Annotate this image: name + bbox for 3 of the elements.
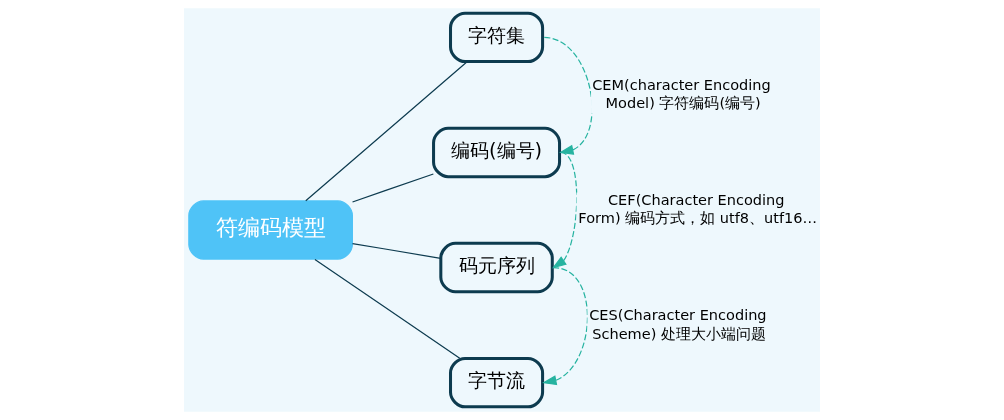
edge-label: CEF(Character Encoding Form) 编码方式，如 utf8、utf16… bbox=[578, 192, 818, 227]
edge-label: CEM(character Encoding Model) 字符编码(编号) bbox=[592, 77, 771, 112]
edge-label: CES(Character Encoding Scheme) 处理大小端问题 bbox=[589, 307, 767, 342]
